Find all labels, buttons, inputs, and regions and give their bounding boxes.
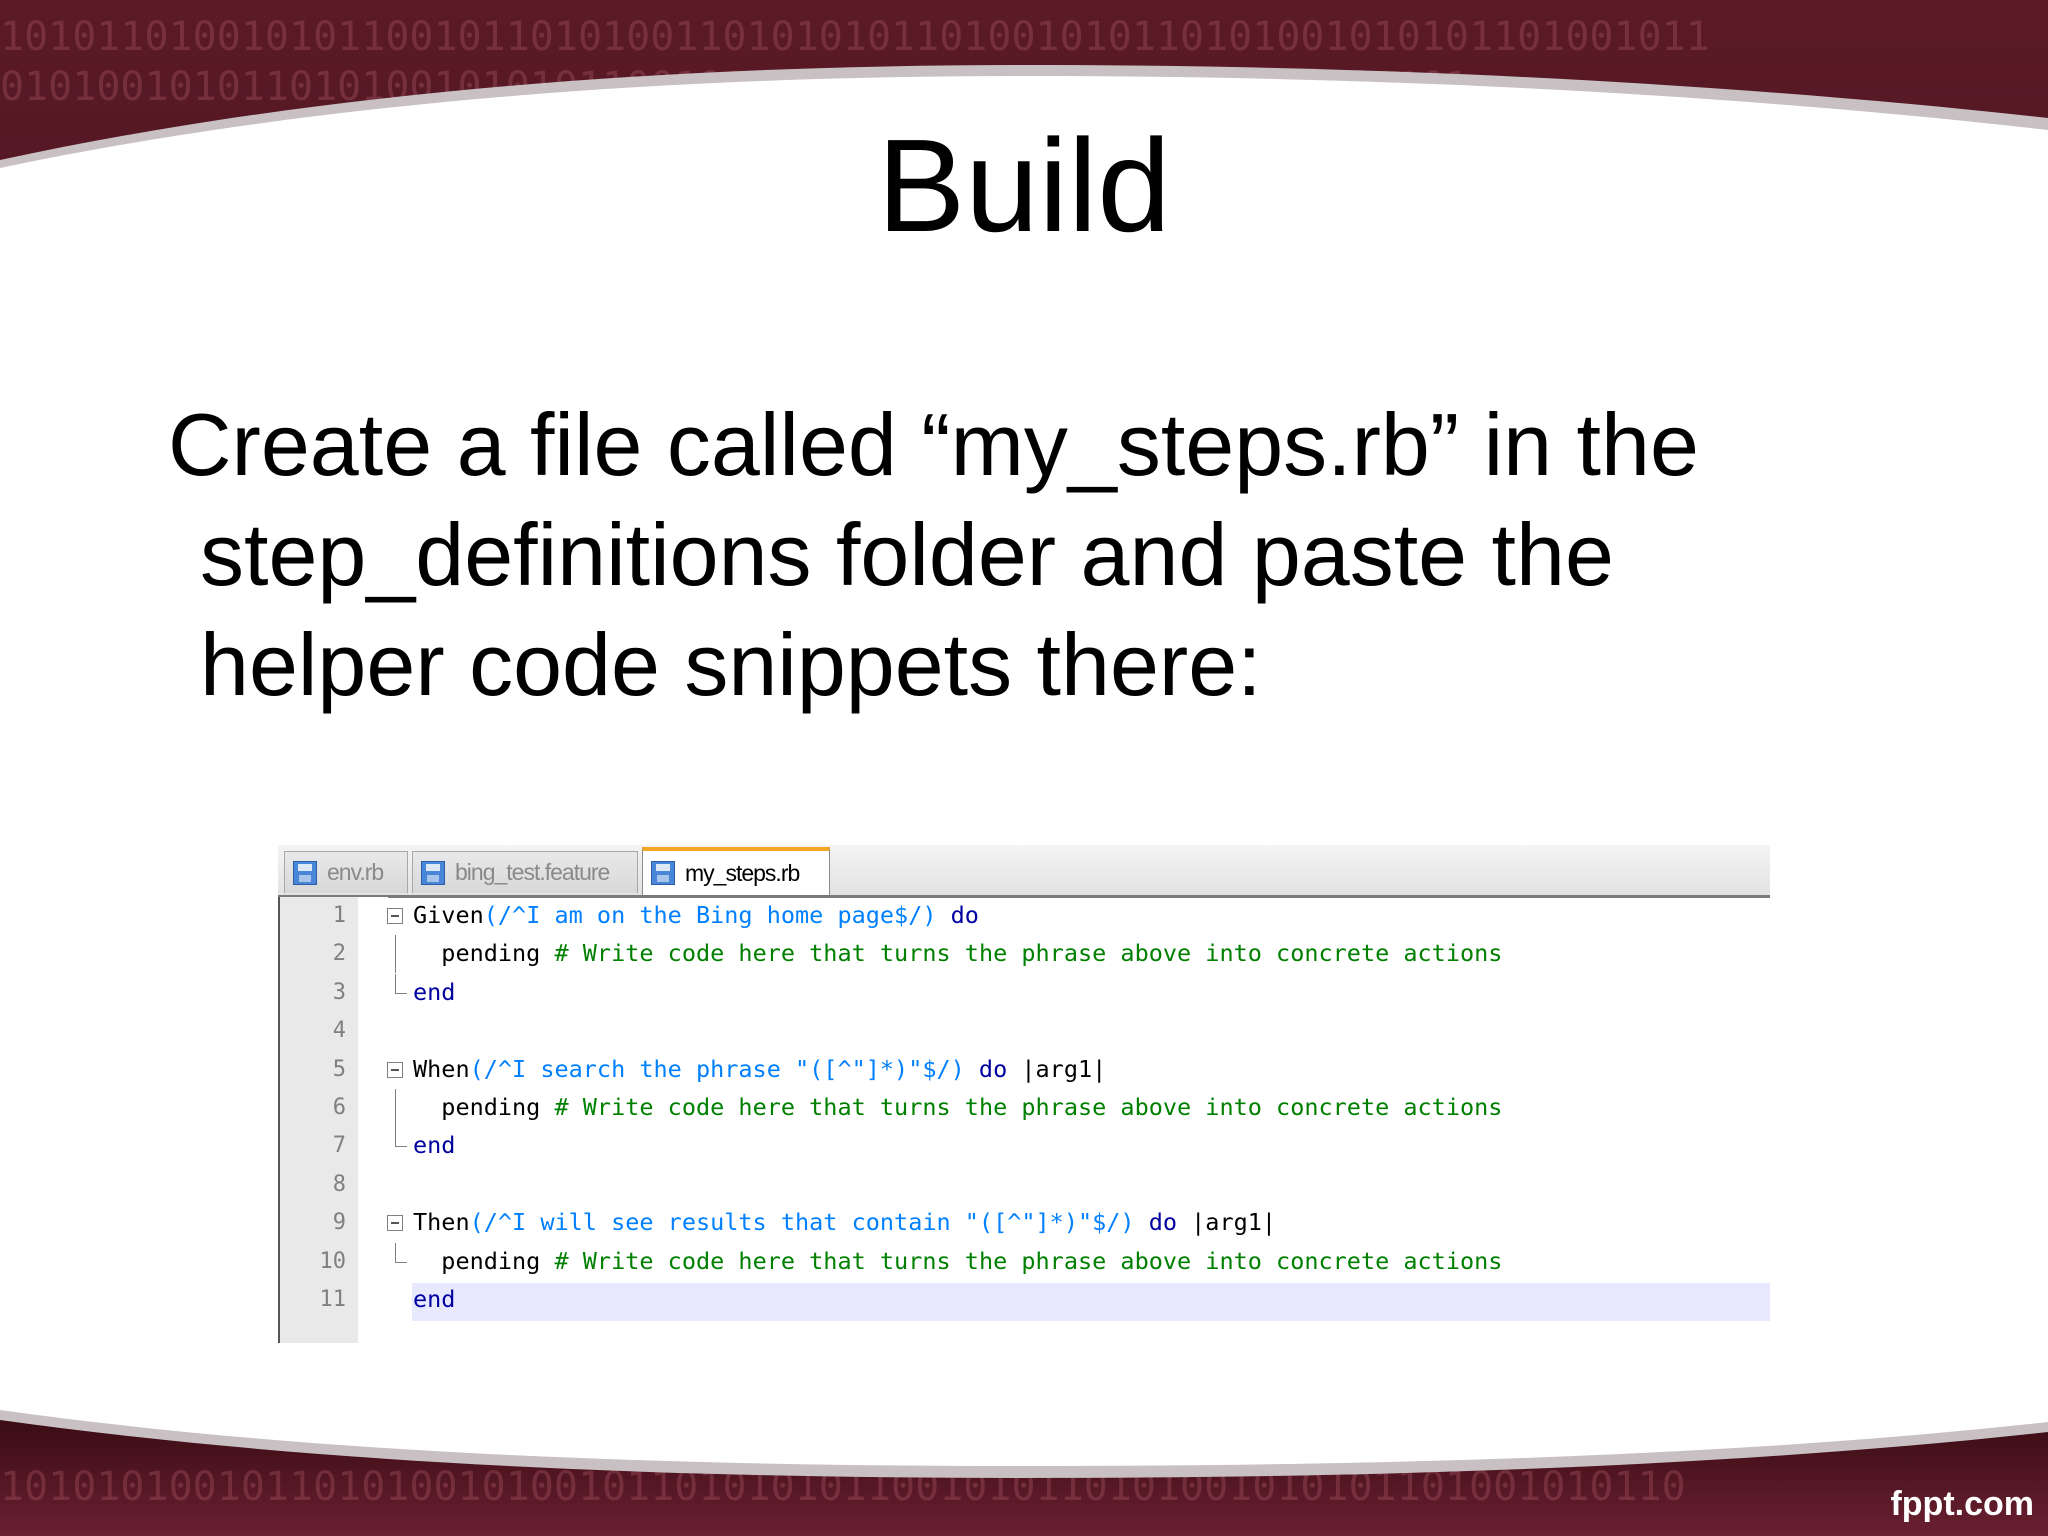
fold-guide	[395, 1088, 396, 1127]
code-token: Then	[413, 1208, 470, 1237]
code-token: (/^I search the phrase "([^"]*)"$/)	[469, 1054, 965, 1083]
slide-title: Build	[877, 112, 1171, 259]
code-token: (/^I am on the Bing home page$/)	[483, 901, 937, 929]
current-line-highlight	[412, 1282, 1770, 1321]
code-token: (/^I will see results that contain "([^"…	[469, 1208, 1135, 1237]
line-number-gutter	[278, 897, 358, 1343]
code-line: 8	[278, 1166, 1770, 1204]
code-line-current: 11 end	[278, 1281, 1770, 1321]
tab-label: bing_test.feature	[455, 859, 610, 885]
code-line: 1 Given(/^I am on the Bing home page$/) …	[278, 897, 1770, 935]
code-line: 4	[278, 1012, 1770, 1050]
line-number: 11	[319, 1286, 347, 1312]
code-token: # Write code here that turns the phrase …	[540, 1092, 1503, 1121]
code-line: 3 end	[278, 973, 1770, 1012]
fold-collapse-icon[interactable]	[387, 1061, 403, 1078]
code-token: pending	[413, 939, 541, 968]
code-line: 2 pending # Write code here that turns t…	[278, 935, 1770, 974]
line-number: 2	[332, 941, 346, 967]
svg-text:101011010010101100101101010011: 1010110100101011001011010100110101010110…	[0, 14, 1710, 60]
code-token: do	[936, 901, 979, 929]
tab-bing-test-feature[interactable]: bing_test.feature	[412, 851, 638, 893]
line-number: 3	[332, 979, 346, 1005]
code-token: end	[413, 1284, 456, 1313]
code-token: pending	[413, 1246, 541, 1275]
fold-collapse-icon[interactable]	[387, 1215, 403, 1232]
code-token: do	[964, 1054, 1008, 1083]
line-number: 8	[332, 1171, 346, 1197]
code-line: 9 Then(/^I will see results that contain…	[278, 1204, 1770, 1242]
line-number: 1	[332, 903, 346, 928]
save-disk-icon	[651, 861, 675, 885]
body-line: step_definitions folder and paste the	[200, 505, 1614, 604]
code-token: # Write code here that turns the phrase …	[540, 1246, 1503, 1275]
fold-guide-end	[395, 1242, 407, 1263]
line-number: 7	[332, 1133, 346, 1159]
fold-guide-end	[395, 1127, 407, 1148]
save-disk-icon	[421, 860, 445, 885]
code-token: |arg1|	[1177, 1208, 1277, 1237]
code-line: 10 pending # Write code here that turns …	[278, 1242, 1770, 1281]
tab-label: env.rb	[327, 859, 384, 885]
body-line: helper code snippets there:	[200, 615, 1262, 714]
code-token: # Write code here that turns the phrase …	[540, 939, 1503, 968]
line-number: 6	[332, 1094, 346, 1120]
fold-guide	[395, 935, 396, 974]
tab-env-rb[interactable]: env.rb	[284, 851, 408, 893]
line-number: 5	[332, 1056, 346, 1082]
code-token: pending	[413, 1092, 541, 1121]
code-area[interactable]: 1 Given(/^I am on the Bing home page$/) …	[278, 897, 1770, 1321]
tab-my-steps-rb[interactable]: my_steps.rb	[642, 847, 830, 895]
body-line: Create a file called “my_steps.rb” in th…	[168, 395, 1699, 494]
code-line: 5 When(/^I search the phrase "([^"]*)"$/…	[278, 1051, 1770, 1089]
fold-margin	[358, 897, 388, 1343]
code-token: Given	[413, 901, 484, 929]
fppt-watermark: fppt.com	[1890, 1485, 2034, 1523]
code-line: 7 end	[278, 1127, 1770, 1165]
tab-label: my_steps.rb	[685, 859, 800, 886]
code-token: end	[413, 977, 456, 1006]
code-line: 6 pending # Write code here that turns t…	[278, 1088, 1770, 1127]
editor-tab-bar: env.rb bing_test.feature my_steps.rb	[278, 845, 1770, 898]
code-token: |arg1|	[1007, 1054, 1107, 1083]
line-number: 10	[319, 1248, 347, 1274]
save-disk-icon	[293, 860, 317, 885]
fold-guide-end	[395, 973, 407, 994]
code-token: When	[413, 1054, 470, 1083]
code-token: do	[1134, 1208, 1178, 1237]
line-number: 4	[332, 1018, 346, 1044]
fold-collapse-icon[interactable]	[387, 908, 403, 924]
slide-body: Create a file called “my_steps.rb” in th…	[168, 390, 1868, 720]
code-token: end	[413, 1131, 456, 1160]
code-editor-screenshot: env.rb bing_test.feature my_steps.rb 1 G…	[278, 845, 1770, 1343]
line-number: 9	[332, 1210, 346, 1236]
